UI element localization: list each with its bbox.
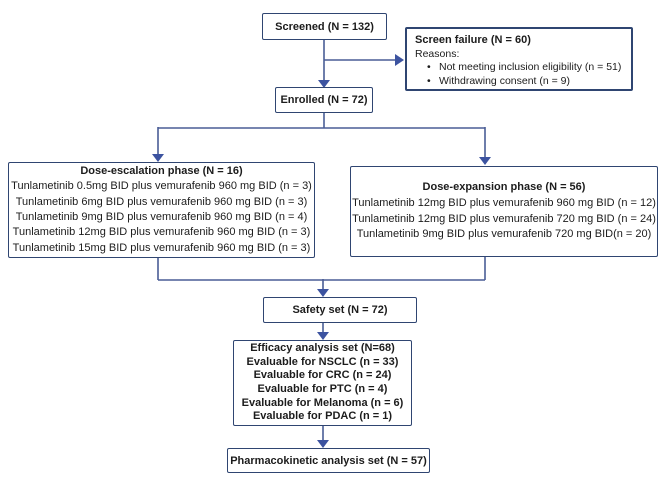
screened-box: Screened (N = 132) <box>262 13 387 40</box>
dose-expansion-line: Tunlametinib 9mg BID plus vemurafenib 72… <box>356 228 652 241</box>
dose-escalation-title: Dose-escalation phase (N = 16) <box>80 164 243 177</box>
enrolled-box: Enrolled (N = 72) <box>275 87 373 113</box>
pharmacokinetic-label: Pharmacokinetic analysis set (N = 57) <box>230 454 427 467</box>
screen-failure-reason-text: Withdrawing consent (n = 9) <box>439 74 571 87</box>
efficacy-line: Efficacy analysis set (N=68) <box>250 342 395 355</box>
efficacy-line: Evaluable for NSCLC (n = 33) <box>246 355 399 368</box>
dose-escalation-box: Dose-escalation phase (N = 16) Tunlameti… <box>8 162 315 258</box>
screen-failure-reason: • Withdrawing consent (n = 9) <box>427 75 623 89</box>
arrowhead-dose-escalation <box>152 154 164 162</box>
dose-expansion-box: Dose-expansion phase (N = 56) Tunlametin… <box>350 166 658 257</box>
dose-escalation-line: Tunlametinib 9mg BID plus vemurafenib 96… <box>15 211 308 223</box>
dose-escalation-line: Tunlametinib 15mg BID plus vemurafenib 9… <box>12 241 311 254</box>
dose-expansion-line: Tunlametinib 12mg BID plus vemurafenib 7… <box>352 212 656 225</box>
efficacy-analysis-box: Efficacy analysis set (N=68) Evaluable f… <box>233 340 412 426</box>
screen-failure-reason: • Not meeting inclusion eligibility (n =… <box>427 61 623 75</box>
dose-expansion-line: Tunlametinib 12mg BID plus vemurafenib 9… <box>352 196 656 209</box>
safety-set-label: Safety set (N = 72) <box>292 304 388 316</box>
screen-failure-reason-text: Not meeting inclusion eligibility (n = 5… <box>439 61 622 73</box>
arrowhead-safety <box>317 289 329 297</box>
efficacy-line: Evaluable for PTC (n = 4) <box>257 383 388 395</box>
arrowhead-screen-failure <box>395 54 404 66</box>
arrowhead-enrolled <box>318 80 330 88</box>
screen-failure-title: Screen failure (N = 60) <box>415 34 531 46</box>
dose-escalation-line: Tunlametinib 12mg BID plus vemurafenib 9… <box>12 226 311 239</box>
efficacy-line: Evaluable for CRC (n = 24) <box>253 369 392 382</box>
arrowhead-efficacy <box>317 332 329 340</box>
arrowhead-pharmacokinetic <box>317 440 329 448</box>
arrowhead-dose-expansion <box>479 157 491 165</box>
efficacy-line: Evaluable for Melanoma (n = 6) <box>241 396 404 409</box>
bullet-icon: • <box>427 74 431 87</box>
enrolled-label: Enrolled (N = 72) <box>280 94 368 106</box>
safety-set-box: Safety set (N = 72) <box>263 297 417 323</box>
dose-escalation-line: Tunlametinib 6mg BID plus vemurafenib 96… <box>15 195 308 208</box>
pharmacokinetic-box: Pharmacokinetic analysis set (N = 57) <box>227 448 430 473</box>
dose-expansion-title: Dose-expansion phase (N = 56) <box>422 181 586 194</box>
dose-escalation-line: Tunlametinib 0.5mg BID plus vemurafenib … <box>11 180 312 193</box>
screen-failure-box: Screen failure (N = 60) Reasons: • Not m… <box>405 27 633 91</box>
screened-label: Screened (N = 132) <box>275 20 374 33</box>
screen-failure-subtitle: Reasons: <box>415 47 460 60</box>
bullet-icon: • <box>427 61 431 73</box>
efficacy-line: Evaluable for PDAC (n = 1) <box>252 410 393 423</box>
